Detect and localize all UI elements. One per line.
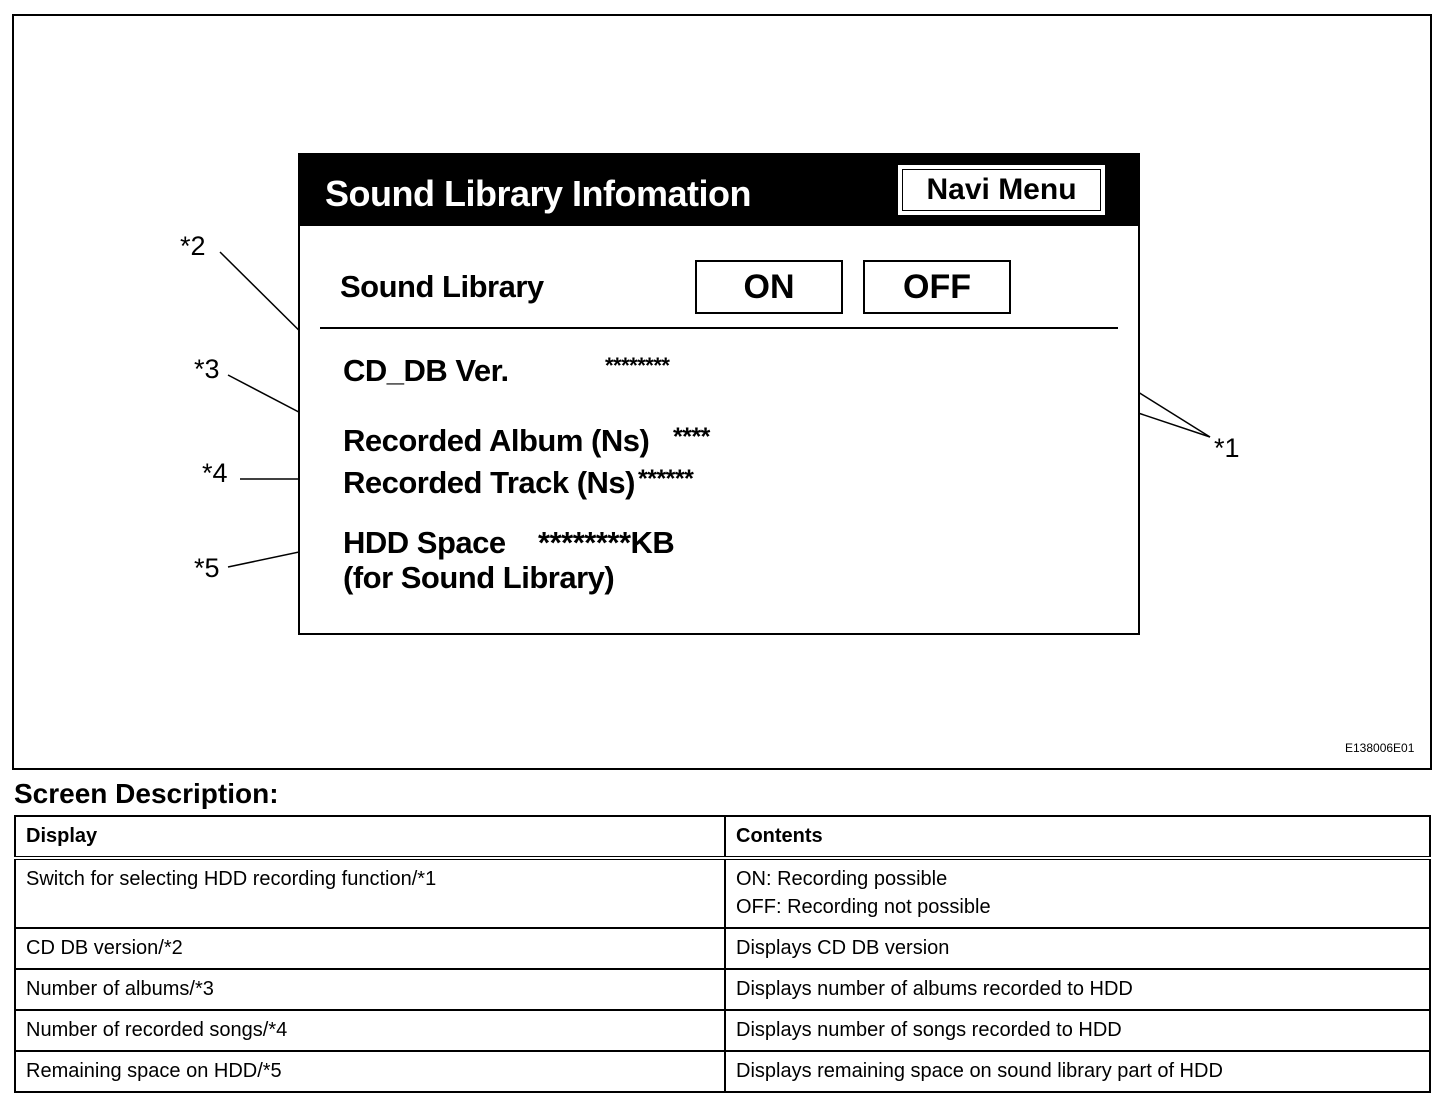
cell-display: Remaining space on HDD/*5 [14, 1050, 726, 1093]
callout-5: *5 [194, 553, 220, 583]
cell-display: CD DB version/*2 [14, 927, 726, 970]
table-row: CD DB version/*2 Displays CD DB version [14, 927, 1431, 970]
navi-menu-button-label: Navi Menu [926, 173, 1077, 206]
table-row: Number of recorded songs/*4 Displays num… [14, 1009, 1431, 1052]
cell-contents: Displays remaining space on sound librar… [724, 1050, 1431, 1093]
cell-display: Number of recorded songs/*4 [14, 1009, 726, 1052]
callout-4: *4 [202, 458, 228, 488]
recorded-album-label: Recorded Album (Ns) [343, 423, 650, 458]
header-display: Display [14, 815, 726, 860]
cell-contents: Displays number of songs recorded to HDD [724, 1009, 1431, 1052]
screen-description-table: Display Contents Switch for selecting HD… [14, 815, 1431, 1093]
sound-library-info-screen: Sound Library Infomation Navi Menu Sound… [298, 153, 1140, 635]
cell-display: Number of albums/*3 [14, 968, 726, 1011]
callout-2: *2 [180, 231, 206, 261]
cell-contents: ON: Recording possible OFF: Recording no… [724, 857, 1431, 929]
table-row: Switch for selecting HDD recording funct… [14, 857, 1431, 929]
navi-menu-button-border [902, 169, 1101, 211]
sound-library-off-button[interactable]: OFF [863, 260, 1011, 314]
sound-library-label: Sound Library [340, 269, 544, 304]
divider [320, 327, 1118, 329]
table-header-row: Display Contents [14, 815, 1431, 860]
recorded-track-value: ****** [638, 465, 694, 493]
screen-header: Sound Library Infomation Navi Menu [300, 155, 1138, 226]
cd-db-version-label: CD_DB Ver. [343, 353, 509, 388]
hdd-space-value: ********KB [538, 525, 675, 560]
recorded-track-label: Recorded Track (Ns) [343, 465, 636, 500]
cd-db-version-value: ******** [605, 353, 670, 378]
cell-contents-line: ON: Recording possible [736, 868, 948, 890]
section-heading: Screen Description: [14, 778, 279, 809]
cell-contents: Displays number of albums recorded to HD… [724, 968, 1431, 1011]
hdd-space-label: HDD Space [343, 525, 506, 560]
header-contents: Contents [724, 815, 1431, 860]
recorded-album-value: **** [673, 423, 710, 451]
figure-code: E138006E01 [1345, 741, 1415, 755]
callout-3: *3 [194, 354, 220, 384]
sound-library-on-button[interactable]: ON [695, 260, 843, 314]
cell-display: Switch for selecting HDD recording funct… [14, 857, 726, 929]
hdd-space-sublabel: (for Sound Library) [343, 560, 615, 595]
figure-frame [12, 14, 1432, 770]
cell-contents-line: OFF: Recording not possible [736, 896, 991, 918]
callout-1: *1 [1214, 433, 1240, 463]
cell-contents: Displays CD DB version [724, 927, 1431, 970]
table-row: Number of albums/*3 Displays number of a… [14, 968, 1431, 1011]
navi-menu-button[interactable]: Navi Menu [898, 165, 1105, 215]
table-row: Remaining space on HDD/*5 Displays remai… [14, 1050, 1431, 1093]
screen-title: Sound Library Infomation [325, 173, 752, 214]
